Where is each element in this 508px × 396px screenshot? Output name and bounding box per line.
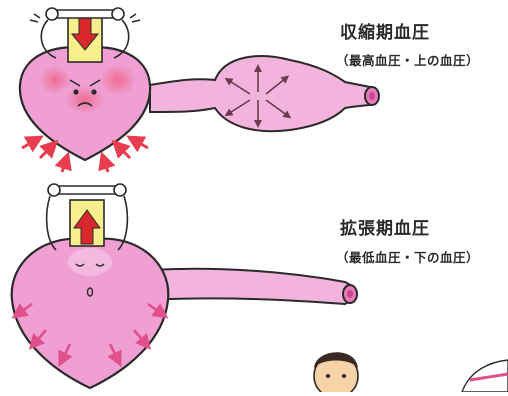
systolic-subtitle: （最高血圧・上の血圧） — [336, 50, 479, 69]
systole-group — [20, 8, 379, 172]
systolic-title: 収縮期血圧 — [340, 18, 430, 43]
diastole-artery — [150, 269, 352, 304]
diastolic-title: 拡張期血圧 — [340, 214, 430, 239]
diastole-group — [12, 184, 357, 388]
doctor-illustration — [314, 352, 508, 392]
diastolic-subtitle: （最低血圧・下の血圧） — [336, 247, 479, 266]
